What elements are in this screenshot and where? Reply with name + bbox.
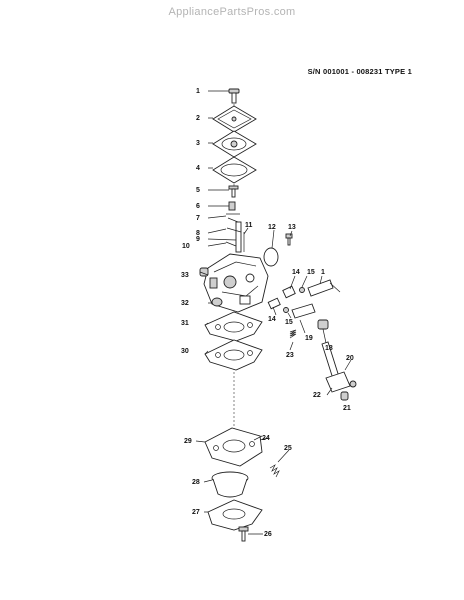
watermark-text: AppliancePartsPros.com: [168, 6, 296, 18]
callout-22: 22: [313, 392, 321, 399]
carburetor-body: [203, 253, 269, 313]
needle-valve-assembly-lower: [267, 297, 329, 330]
callout-32: 32: [181, 300, 189, 307]
callout-14-upper: 14: [292, 269, 300, 276]
part-1-screw: [228, 88, 240, 104]
callout-14-lower: 14: [268, 316, 276, 323]
part-23-spring: [289, 329, 297, 339]
callout-26: 26: [264, 531, 272, 538]
part-29-pump-body: [204, 427, 263, 467]
part-5-screw: [228, 185, 239, 198]
callout-18: 18: [325, 345, 333, 352]
part-24-screw: [253, 435, 263, 441]
part-32-cap: [211, 297, 223, 307]
callout-15-lower: 15: [285, 319, 293, 326]
callout-4: 4: [196, 165, 200, 172]
part-13-screw: [285, 233, 293, 246]
callout-27: 27: [192, 509, 200, 516]
part-4-gasket: [212, 156, 257, 184]
part-25-spring: [269, 464, 280, 478]
part-27-gasket: [207, 499, 263, 531]
callout-1-right: 1: [321, 269, 325, 276]
callout-20: 20: [346, 355, 354, 362]
callout-10: 10: [182, 243, 190, 250]
serial-range-label: S/N 001001 - 008231 TYPE 1: [307, 67, 412, 76]
callout-9: 9: [196, 236, 200, 243]
callout-12: 12: [268, 224, 276, 231]
callout-24: 24: [262, 435, 270, 442]
callout-30: 30: [181, 348, 189, 355]
callout-11: 11: [245, 222, 253, 229]
part-30-plate: [204, 339, 263, 371]
callout-15-upper: 15: [307, 269, 315, 276]
part-3-diaphragm: [212, 130, 257, 158]
part-26-screw: [238, 526, 249, 542]
callout-28: 28: [192, 479, 200, 486]
leader-lines: [195, 90, 352, 535]
callout-13: 13: [288, 224, 296, 231]
callout-33: 33: [181, 272, 189, 279]
callout-19: 19: [305, 335, 313, 342]
part-12-throttle-disc: [263, 247, 279, 267]
callout-7: 7: [196, 215, 200, 222]
callout-31: 31: [181, 320, 189, 327]
needle-valve-assembly-upper: [282, 279, 341, 299]
callout-29: 29: [184, 438, 192, 445]
callout-21: 21: [343, 405, 351, 412]
callout-23: 23: [286, 352, 294, 359]
callout-1: 1: [196, 88, 200, 95]
part-2-cover: [212, 105, 257, 133]
callout-2: 2: [196, 115, 200, 122]
callout-3: 3: [196, 140, 200, 147]
part-28-cup: [211, 471, 249, 498]
callout-25: 25: [284, 445, 292, 452]
callout-5: 5: [196, 187, 200, 194]
callout-6: 6: [196, 203, 200, 210]
callout-8: 8: [196, 230, 200, 237]
part-31-gasket: [204, 311, 263, 342]
metering-lever-assembly: [225, 201, 242, 253]
